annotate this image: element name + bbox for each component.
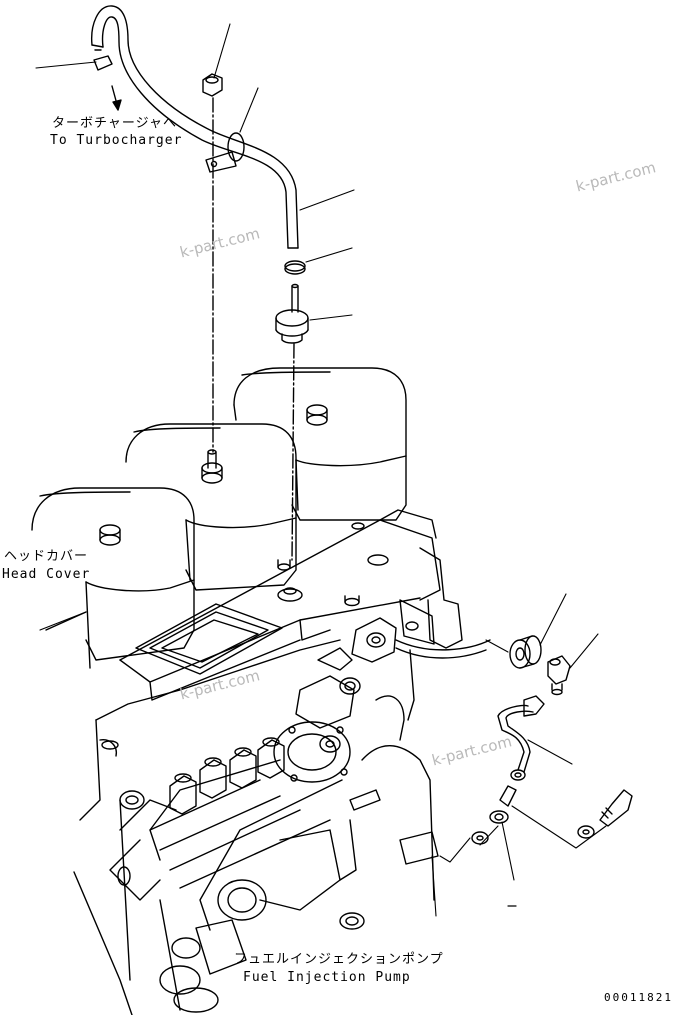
head-cover-label-en: Head Cover	[2, 567, 91, 582]
hose-ferrule	[93, 55, 113, 71]
callout-lines	[35, 23, 607, 917]
hose-clip	[284, 260, 306, 275]
gear-housing	[351, 547, 491, 663]
fuel-injection-pump	[109, 721, 381, 1013]
turbocharger-label-jp: ターボチャージャへ	[52, 116, 177, 131]
gasket-washer-right	[577, 825, 595, 839]
eye-bolt	[489, 785, 517, 824]
engine-block-lower	[45, 611, 361, 1015]
head-cover-front	[31, 487, 195, 669]
hose-clamp	[205, 132, 245, 173]
diagram-code: 00011821	[604, 991, 673, 1004]
support-bracket	[361, 649, 439, 901]
elbow-fitting	[547, 655, 571, 696]
head-cover-middle	[125, 423, 297, 591]
sleeve-nut	[509, 635, 542, 669]
head-cover-rear	[233, 367, 407, 521]
fuel-injection-pump-label-en: Fuel Injection Pump	[243, 970, 411, 985]
turbocharger-label-en: To Turbocharger	[50, 133, 183, 148]
fuel-injection-pump-label-jp: フュエルインジェクションポンプ	[234, 952, 444, 967]
gasket-washer-left	[471, 831, 489, 845]
fuel-pipe	[497, 695, 545, 781]
breather-hose	[91, 5, 299, 249]
clamp-nut	[202, 73, 223, 97]
head-cover-label-jp: ヘッドカバー	[4, 549, 89, 564]
turbo-arrow-head	[112, 99, 122, 111]
breather-fitting	[275, 283, 309, 344]
cylinder-head	[119, 509, 441, 701]
union-bolt	[599, 789, 633, 827]
assembly-lines	[212, 97, 295, 561]
